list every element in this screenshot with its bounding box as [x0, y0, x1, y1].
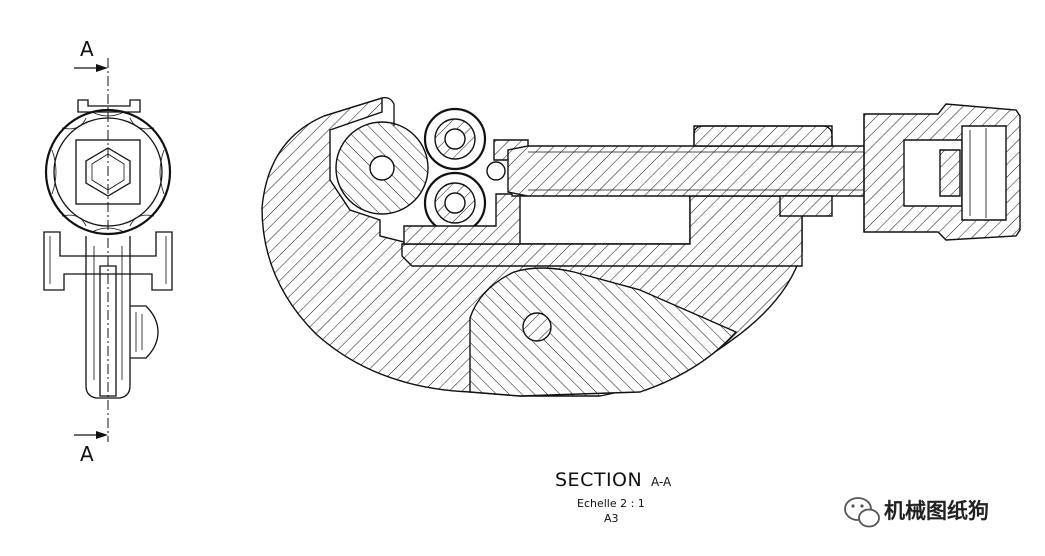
section-letter-top: A — [80, 37, 94, 61]
lead-screw — [507, 145, 905, 197]
section-title-suffix: A-A — [651, 475, 672, 489]
end-view: A A — [43, 37, 173, 466]
section-arrow-top — [74, 64, 108, 72]
section-title: SECTION — [555, 469, 642, 491]
section-view — [261, 96, 1021, 397]
hex-socket — [85, 147, 131, 197]
cutter-carriage — [469, 267, 738, 397]
wechat-icon — [844, 497, 880, 528]
section-arrow-bottom — [74, 431, 108, 439]
watermark: 机械图纸狗 — [844, 497, 989, 528]
watermark-text: 机械图纸狗 — [884, 499, 989, 523]
sheet-size-label: A3 — [604, 512, 619, 525]
pivot-pin — [522, 312, 552, 342]
knurled-knob — [44, 108, 172, 236]
section-caption: SECTION A-A Echelle 2 : 1 A3 — [555, 469, 672, 525]
roller-top — [423, 107, 487, 171]
section-letter-bottom: A — [80, 442, 94, 466]
scale-label: Echelle 2 : 1 — [577, 497, 645, 510]
